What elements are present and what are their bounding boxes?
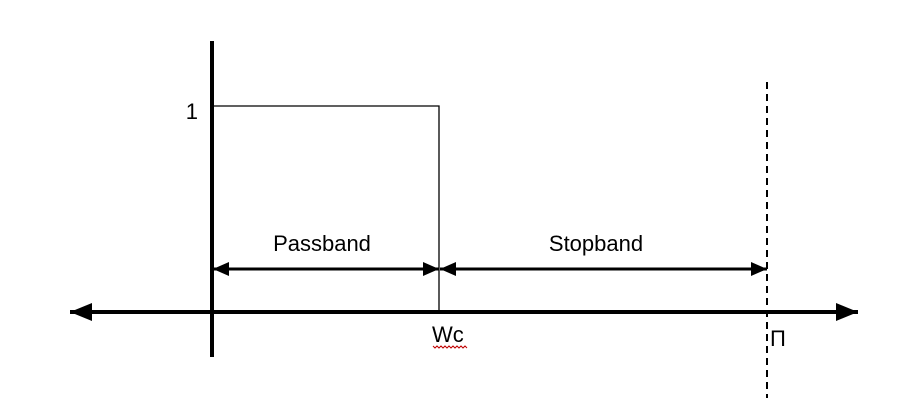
nyquist-label: Π bbox=[770, 326, 786, 351]
cutoff-frequency-label: Wc bbox=[432, 322, 464, 347]
stopband-label: Stopband bbox=[549, 231, 643, 256]
passband-label: Passband bbox=[273, 231, 371, 256]
ideal-response-curve bbox=[212, 105, 440, 312]
spellcheck-squiggle bbox=[432, 345, 468, 349]
amplitude-tick-label: 1 bbox=[186, 99, 198, 124]
